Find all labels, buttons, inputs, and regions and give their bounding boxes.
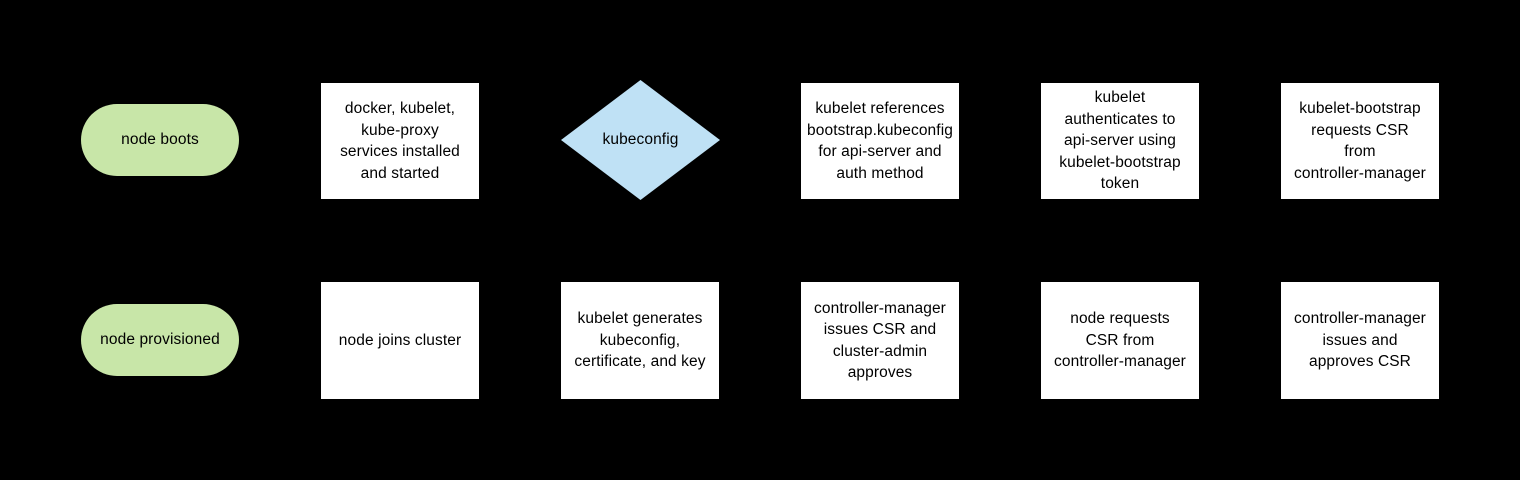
flow-node-services-installed[interactable]: docker, kubelet, kube-proxy services ins… bbox=[321, 83, 479, 199]
flow-node-label: kubelet-bootstrap requests CSR from cont… bbox=[1294, 100, 1426, 182]
flow-node-kubelet-generates[interactable]: kubelet generates kubeconfig, certificat… bbox=[561, 282, 719, 399]
flow-node-label: controller-manager issues CSR and cluste… bbox=[814, 299, 946, 382]
flow-node-kubelet-authenticates[interactable]: kubelet authenticates to api-server usin… bbox=[1041, 83, 1199, 199]
flow-node-label: kubeconfig bbox=[602, 131, 679, 149]
flow-node-label: node boots bbox=[121, 131, 199, 149]
flow-node-label: kubelet authenticates to api-server usin… bbox=[1059, 89, 1181, 193]
flow-node-node-boots[interactable]: node boots bbox=[81, 104, 239, 176]
flow-node-kubelet-references-bootstrap[interactable]: kubelet references bootstrap.kubeconfig … bbox=[801, 83, 959, 199]
flow-node-label: controller-manager issues and approves C… bbox=[1294, 310, 1426, 371]
flow-node-label: kubelet references bootstrap.kubeconfig … bbox=[807, 100, 953, 182]
flow-node-controller-issues-approves[interactable]: controller-manager issues and approves C… bbox=[1281, 282, 1439, 399]
flow-node-kubeconfig-decision[interactable]: kubeconfig bbox=[561, 80, 720, 200]
flow-node-label: node joins cluster bbox=[338, 331, 462, 349]
flow-node-controller-issues-csr[interactable]: controller-manager issues CSR and cluste… bbox=[801, 282, 959, 399]
flow-node-label: node provisioned bbox=[100, 331, 220, 349]
flow-node-node-requests-csr[interactable]: node requests CSR from controller-manage… bbox=[1041, 282, 1199, 399]
flow-node-bootstrap-requests-csr[interactable]: kubelet-bootstrap requests CSR from cont… bbox=[1281, 83, 1439, 199]
decision-diamond-shape bbox=[561, 80, 720, 200]
flow-node-label: node requests CSR from controller-manage… bbox=[1054, 310, 1186, 371]
flow-node-label: docker, kubelet, kube-proxy services ins… bbox=[340, 100, 460, 182]
flow-node-label: kubelet generates kubeconfig, certificat… bbox=[574, 310, 706, 371]
flow-node-node-joins-cluster[interactable]: node joins cluster bbox=[321, 282, 479, 399]
flow-node-node-provisioned[interactable]: node provisioned bbox=[81, 304, 239, 376]
